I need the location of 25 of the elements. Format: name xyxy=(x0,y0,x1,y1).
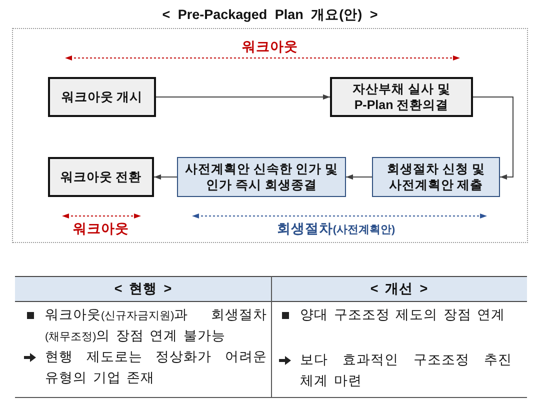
process-box xyxy=(177,157,346,197)
diagram-frame xyxy=(12,28,528,243)
step-text: 워크아웃 개시 xyxy=(61,89,143,105)
table-text: 현행 제도로는 정상화가 어려운 유형의 기업 존재 xyxy=(45,348,267,386)
process-box xyxy=(330,77,473,117)
step-text: 회생절차 신청 및 사전계획안 제출 xyxy=(386,161,486,193)
step-text: 자산부채 실사 및 P-Plan 전환의결 xyxy=(352,81,452,113)
step-text: 사전계획안 신속한 인가 및 인가 즉시 회생종결 xyxy=(184,161,340,193)
flow-arrow xyxy=(346,174,372,180)
span-label: 회생절차(사전계획안) xyxy=(276,221,396,237)
flow-arrow xyxy=(472,96,514,180)
step-text: 워크아웃 전환 xyxy=(60,169,142,185)
process-box xyxy=(372,157,500,197)
span-label: 워크아웃 xyxy=(242,39,298,55)
table-text: 워크아웃(신규자금지원)과 회생절차(채무조정)의 장점 연계 불가능 xyxy=(45,306,267,344)
diagram-title: < Pre-Packaged Plan 개요(안) > xyxy=(162,6,378,23)
process-box xyxy=(48,157,154,197)
column-header: < 개선 > xyxy=(370,280,428,298)
flow-arrow xyxy=(156,94,330,100)
column-header: < 현행 > xyxy=(114,280,172,298)
process-box xyxy=(48,77,156,117)
table-text: 양대 구조조정 제도의 장점 연계 xyxy=(300,306,506,324)
flow-arrow xyxy=(154,174,178,180)
span-label: 워크아웃 xyxy=(73,221,129,237)
table-text: 보다 효과적인 구조조정 추진 체계 마련 xyxy=(300,351,512,390)
